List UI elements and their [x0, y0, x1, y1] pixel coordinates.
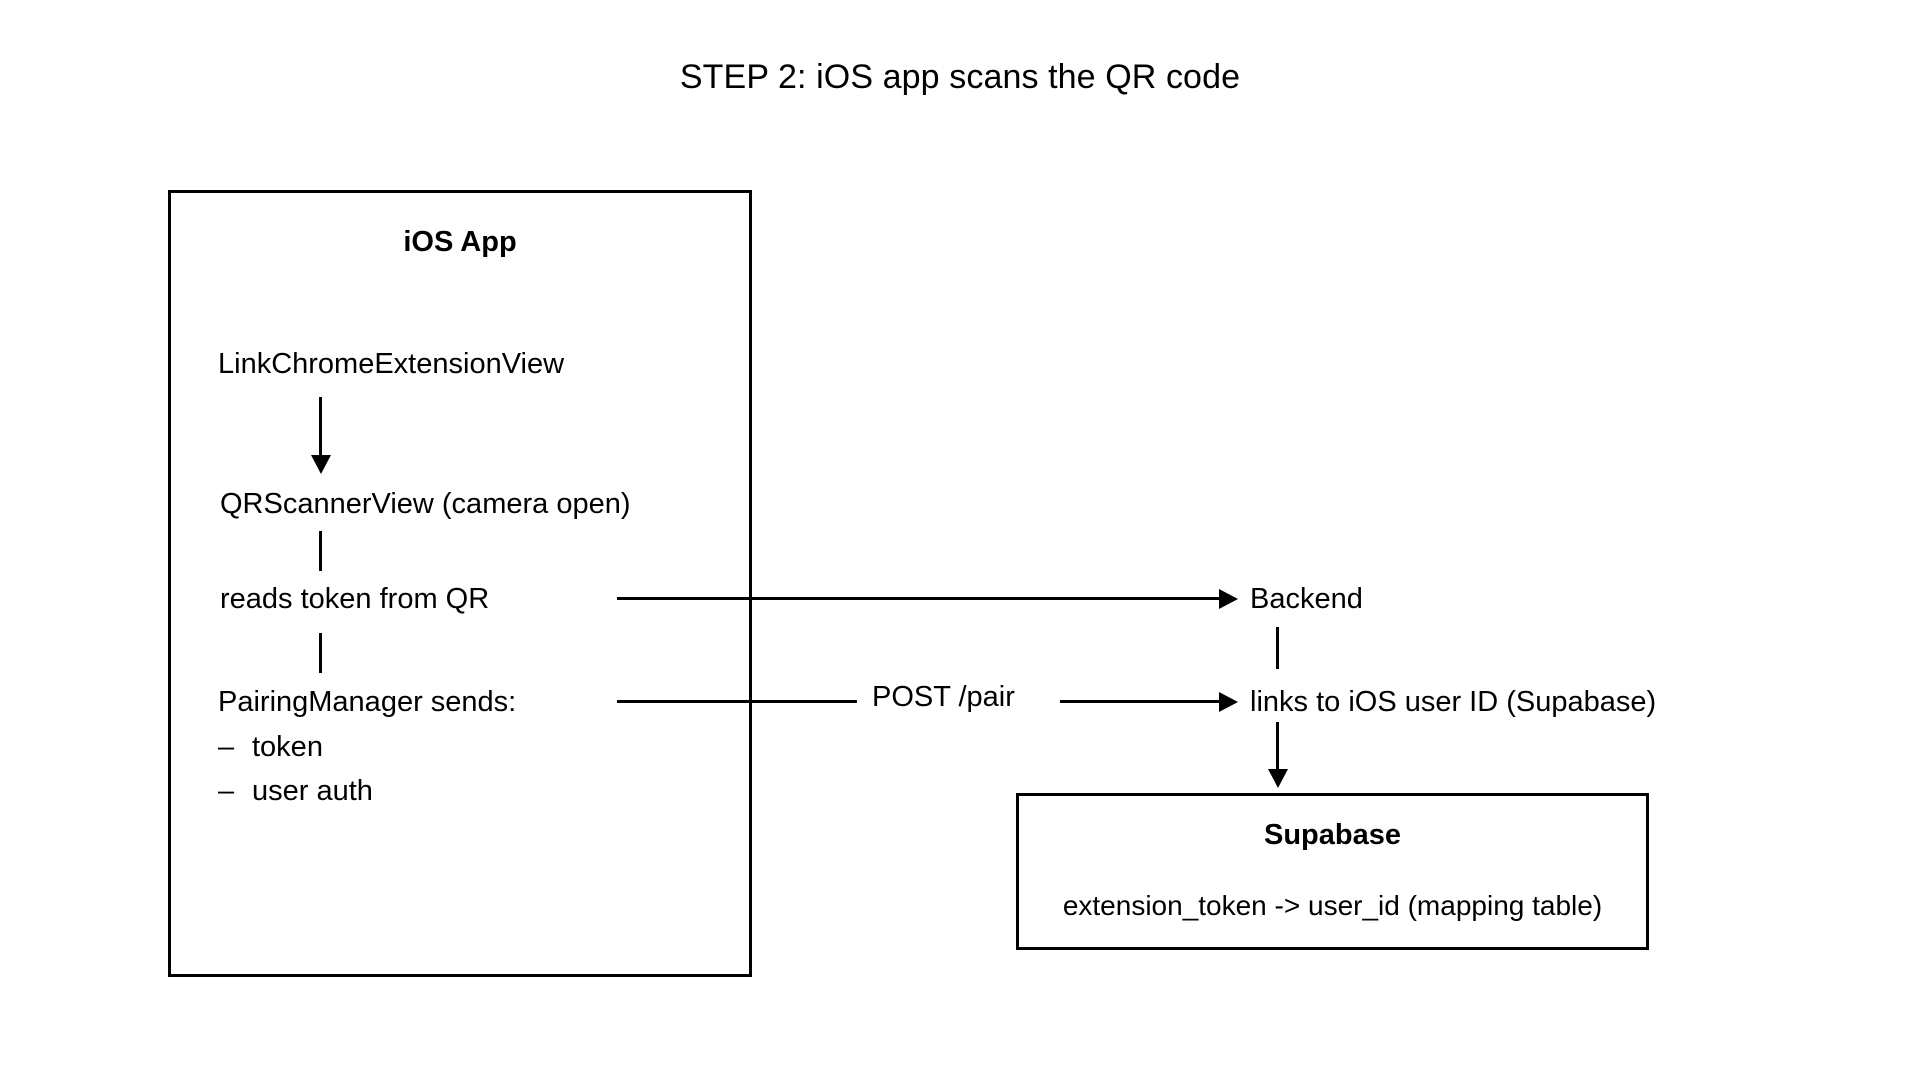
edge-label-post-pair: POST /pair	[872, 681, 1015, 713]
arrow-down-icon	[311, 455, 331, 474]
dash-bullet-icon: –	[218, 731, 235, 763]
step-link-chrome-extension-view: LinkChromeExtensionView	[218, 348, 565, 380]
backend-label: Backend	[1250, 583, 1363, 615]
payload-user-auth-label: user auth	[252, 775, 373, 807]
pipe-scanner-to-reads	[319, 531, 322, 571]
step-pairing-manager-sends: PairingManager sends:	[218, 686, 517, 718]
edge-post-pair-to-links	[1060, 700, 1225, 703]
links-to-ios-user-id-label: links to iOS user ID (Supabase)	[1250, 686, 1657, 718]
list-item: – token	[218, 731, 373, 775]
arrow-links-to-supabase-shaft	[1276, 722, 1279, 772]
edge-reads-token-to-backend	[617, 597, 1225, 600]
arrow-down-icon	[1268, 769, 1288, 788]
pairing-payload-list: – token – user auth	[218, 731, 373, 819]
list-item: – user auth	[218, 775, 373, 819]
diagram-title: STEP 2: iOS app scans the QR code	[679, 58, 1241, 96]
supabase-box: Supabase extension_token -> user_id (map…	[1016, 793, 1649, 950]
step-qr-scanner-view: QRScannerView (camera open)	[220, 488, 631, 520]
pipe-backend-to-links	[1276, 627, 1279, 669]
edge-pairing-to-post-pair	[617, 700, 857, 703]
pipe-reads-to-pairing	[319, 633, 322, 673]
payload-token-label: token	[252, 731, 323, 763]
arrow-right-icon	[1219, 589, 1238, 609]
ios-app-box: iOS App	[168, 190, 752, 977]
step-reads-token-from-qr: reads token from QR	[220, 583, 490, 615]
supabase-box-title: Supabase	[1264, 819, 1401, 851]
arrow-link-to-scanner-shaft	[319, 397, 322, 459]
dash-bullet-icon: –	[218, 775, 235, 807]
arrow-right-icon	[1219, 692, 1238, 712]
supabase-mapping-detail: extension_token -> user_id (mapping tabl…	[1062, 890, 1603, 921]
ios-app-box-title: iOS App	[403, 226, 517, 258]
